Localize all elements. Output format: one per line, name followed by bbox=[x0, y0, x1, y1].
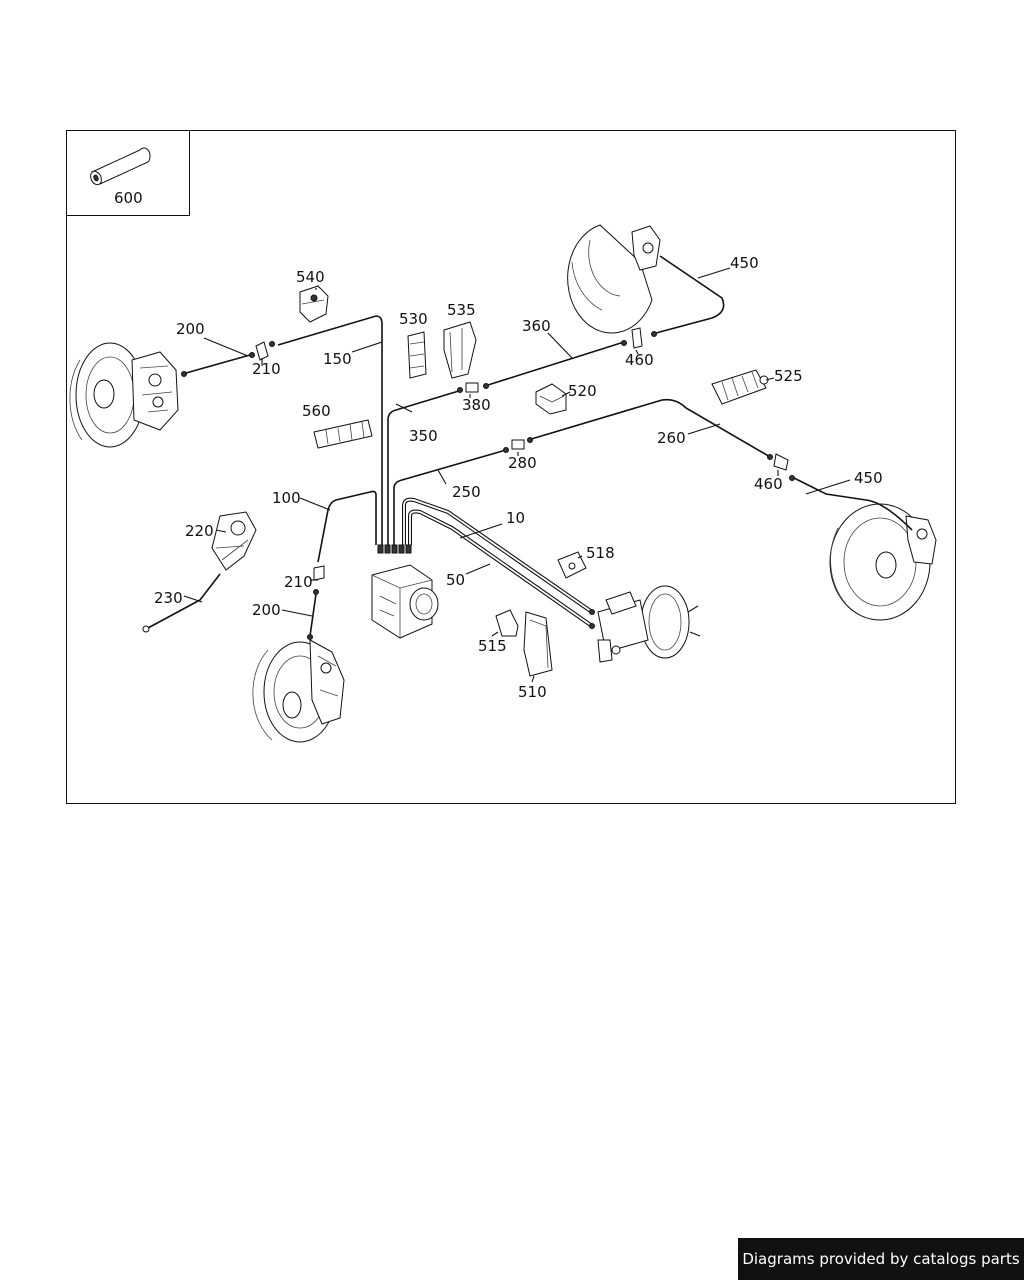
brake-booster-master-cylinder-drawing bbox=[597, 585, 701, 663]
label-250: 250 bbox=[452, 483, 481, 501]
callout-labels: 600 540 530 535 360 450 200 210 150 460 … bbox=[114, 189, 883, 701]
label-525: 525 bbox=[774, 367, 803, 385]
inset-box-part-600 bbox=[66, 130, 190, 216]
label-520: 520 bbox=[568, 382, 597, 400]
leader-lines bbox=[183, 267, 851, 683]
label-10: 10 bbox=[506, 509, 525, 527]
clip-530-drawing bbox=[407, 331, 427, 379]
bracket-540-drawing bbox=[299, 285, 329, 323]
sleeve-600-drawing bbox=[90, 147, 151, 186]
label-280: 280 bbox=[508, 454, 537, 472]
label-350: 350 bbox=[409, 427, 438, 445]
label-360: 360 bbox=[522, 317, 551, 335]
label-230: 230 bbox=[154, 589, 183, 607]
brake-lines bbox=[181, 255, 913, 640]
label-450-front-right: 450 bbox=[730, 254, 759, 272]
label-210-front-left: 210 bbox=[252, 360, 281, 378]
holder-518-drawing bbox=[557, 551, 587, 579]
footer-banner: Diagrams provided by catalogs parts bbox=[738, 1238, 1024, 1280]
label-560: 560 bbox=[302, 402, 331, 420]
hydraulic-unit-drawing bbox=[371, 564, 439, 639]
sensor-cable-230-drawing bbox=[142, 573, 221, 633]
diagram-frame bbox=[66, 130, 956, 804]
front-right-brake-disc-drawing bbox=[567, 224, 661, 334]
rear-left-brake-disc-drawing bbox=[252, 639, 345, 743]
label-200-rear-left: 200 bbox=[252, 601, 281, 619]
front-left-brake-disc-drawing bbox=[69, 342, 179, 448]
sensor-220-drawing bbox=[211, 511, 257, 571]
label-100: 100 bbox=[272, 489, 301, 507]
label-530: 530 bbox=[399, 310, 428, 328]
label-600: 600 bbox=[114, 189, 143, 207]
label-50: 50 bbox=[446, 571, 465, 589]
label-540: 540 bbox=[296, 268, 325, 286]
bracket-515-drawing bbox=[495, 609, 519, 637]
label-460-rear-right: 460 bbox=[754, 475, 783, 493]
label-260: 260 bbox=[657, 429, 686, 447]
label-220: 220 bbox=[185, 522, 214, 540]
label-518: 518 bbox=[586, 544, 615, 562]
label-450-rear-right: 450 bbox=[854, 469, 883, 487]
label-460-front-right: 460 bbox=[625, 351, 654, 369]
rear-right-brake-disc-drawing bbox=[829, 503, 937, 621]
bracket-510-drawing bbox=[523, 611, 553, 677]
clip-560-drawing bbox=[313, 419, 373, 449]
label-380: 380 bbox=[462, 396, 491, 414]
label-535: 535 bbox=[447, 301, 476, 319]
label-150: 150 bbox=[323, 350, 352, 368]
holder-520-drawing bbox=[535, 383, 567, 415]
label-510: 510 bbox=[518, 683, 547, 701]
label-515: 515 bbox=[478, 637, 507, 655]
clip-535-drawing bbox=[443, 321, 477, 379]
label-200-front-left: 200 bbox=[176, 320, 205, 338]
label-210-rear-left: 210 bbox=[284, 573, 313, 591]
clip-525-drawing bbox=[711, 369, 769, 405]
